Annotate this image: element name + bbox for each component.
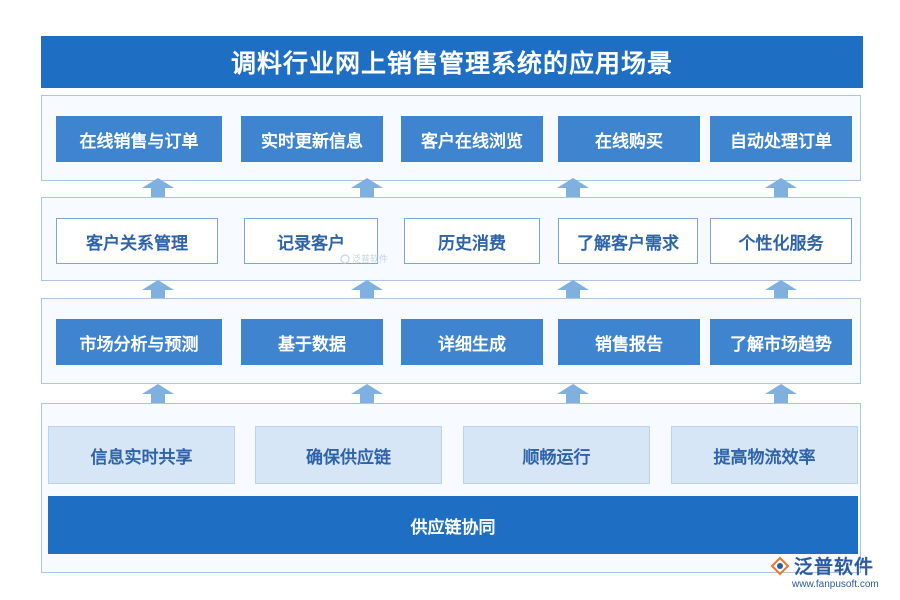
online-sales-panel: 在线销售与订单 实时更新信息 客户在线浏览 在线购买 自动处理订单 (41, 95, 861, 181)
up-arrow-icon (142, 280, 174, 300)
up-arrow-icon (557, 178, 589, 198)
up-arrow-icon (765, 178, 797, 198)
node-smooth-operation: 顺畅运行 (463, 426, 650, 484)
node-market-forecast: 市场分析与预测 (56, 319, 222, 365)
up-arrow-icon (765, 384, 797, 404)
up-arrow-icon (557, 280, 589, 300)
node-online-purchase: 在线购买 (558, 116, 700, 162)
diagram-title: 调料行业网上销售管理系统的应用场景 (41, 36, 863, 88)
node-sales-report: 销售报告 (558, 319, 700, 365)
fanpu-logo-icon (770, 556, 790, 575)
logo-name: 泛普软件 (794, 556, 875, 578)
up-arrow-icon (351, 280, 383, 300)
watermark: 泛普软件 (340, 252, 388, 265)
up-arrow-icon (142, 178, 174, 198)
node-auto-process-orders: 自动处理订单 (710, 116, 852, 162)
up-arrow-icon (142, 384, 174, 404)
watermark-text: 泛普软件 (352, 255, 389, 265)
node-market-trends: 了解市场趋势 (710, 319, 852, 365)
node-ensure-supply-chain: 确保供应链 (255, 426, 442, 484)
node-realtime-update: 实时更新信息 (241, 116, 383, 162)
brand-logo: 泛普软件 www.fanpusoft.com (770, 552, 879, 590)
node-detailed-generation: 详细生成 (401, 319, 543, 365)
logo-url: www.fanpusoft.com (792, 579, 879, 590)
node-personalized-service: 个性化服务 (710, 218, 852, 264)
node-customer-relationship: 客户关系管理 (56, 218, 218, 264)
node-record-customer: 记录客户 (244, 218, 378, 264)
node-customer-browse: 客户在线浏览 (401, 116, 543, 162)
node-purchase-history: 历史消费 (404, 218, 540, 264)
up-arrow-icon (351, 178, 383, 198)
up-arrow-icon (557, 384, 589, 404)
market-analysis-panel: 市场分析与预测 基于数据 详细生成 销售报告 了解市场趋势 (41, 298, 861, 384)
node-online-sales-orders: 在线销售与订单 (56, 116, 222, 162)
supply-chain-panel: 信息实时共享 确保供应链 顺畅运行 提高物流效率 供应链协同 (41, 403, 861, 573)
up-arrow-icon (765, 280, 797, 300)
node-logistics-efficiency: 提高物流效率 (671, 426, 858, 484)
crm-panel: 客户关系管理 记录客户 历史消费 了解客户需求 个性化服务 (41, 197, 861, 281)
node-data-based: 基于数据 (241, 319, 383, 365)
up-arrow-icon (351, 384, 383, 404)
node-understand-needs: 了解客户需求 (558, 218, 698, 264)
node-supply-chain-collaboration: 供应链协同 (48, 496, 858, 554)
node-info-sharing: 信息实时共享 (48, 426, 235, 484)
watermark-logo-icon (340, 253, 350, 264)
